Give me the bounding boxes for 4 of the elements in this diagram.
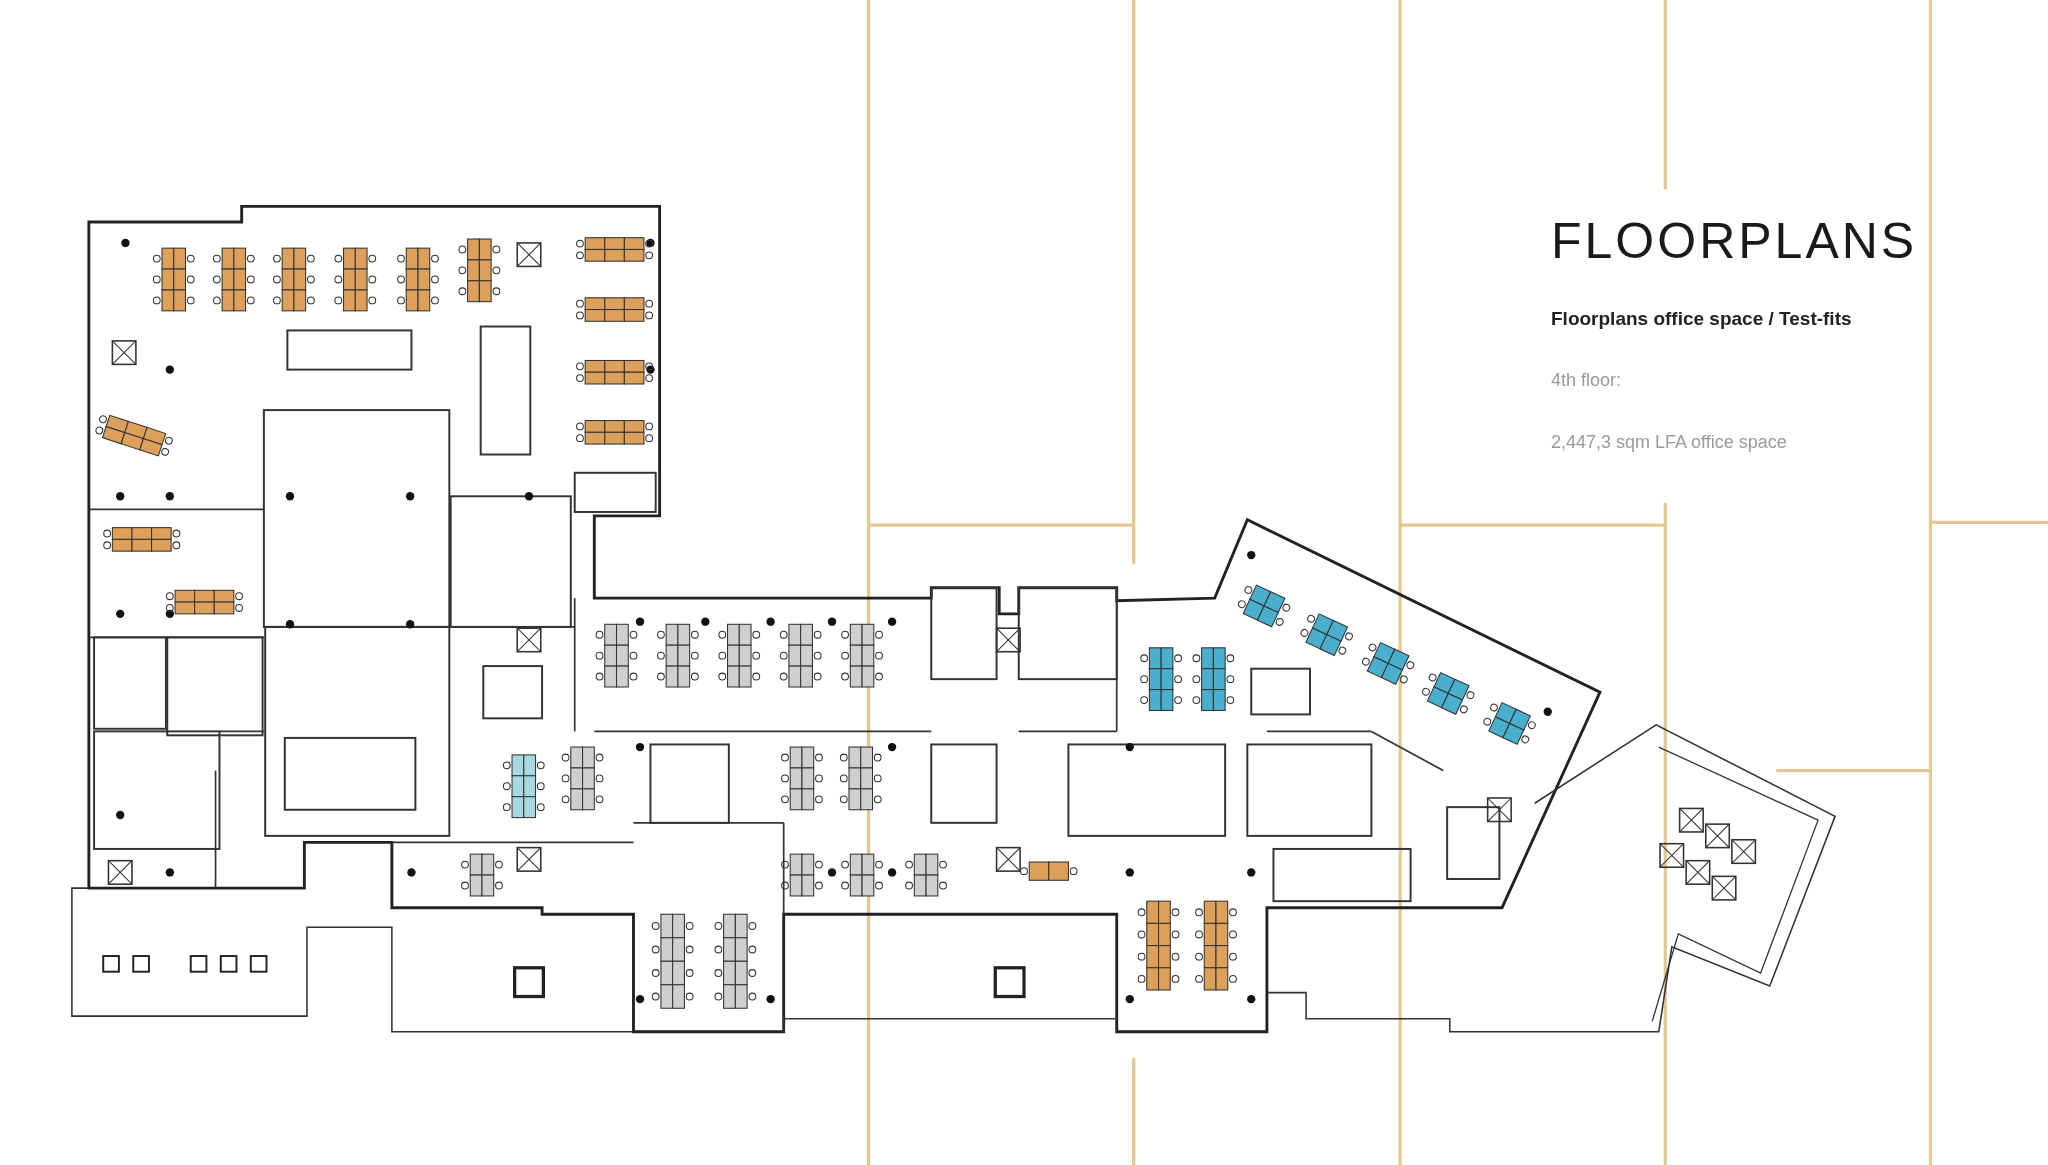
subtitle: Floorplans office space / Test-fits	[1551, 308, 1852, 330]
area-label: 2,447,3 sqm LFA office space	[1551, 432, 1787, 453]
floor-label: 4th floor:	[1551, 370, 1622, 391]
page-title: FLOORPLANS	[1551, 212, 1918, 270]
